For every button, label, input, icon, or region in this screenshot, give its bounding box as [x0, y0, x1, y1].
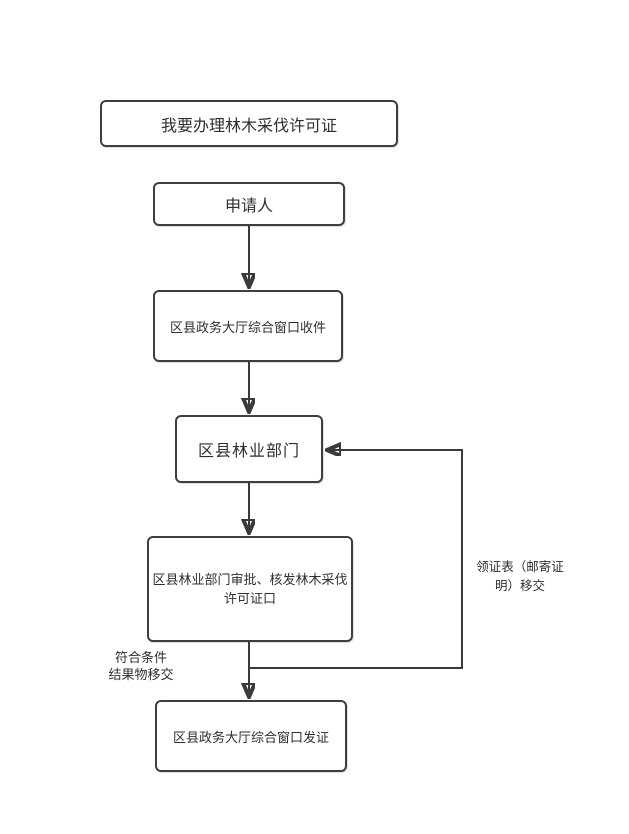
node-issue-label: 区县政务大厅综合窗口发证	[172, 729, 329, 745]
edge-label-feedback-line2: 明）移交	[494, 579, 545, 593]
node-approval-label: 区县林业部门审批、核发林木采伐许可证口	[152, 572, 348, 606]
node-start: 我要办理林木采伐许可证	[100, 100, 398, 147]
edge-label-qualified-line2: 结果物移交	[108, 667, 174, 682]
node-approval: 区县林业部门审批、核发林木采伐许可证口	[147, 536, 353, 642]
edge-label-feedback: 领证表（邮寄证 明）移交	[454, 558, 586, 596]
node-issue: 区县政务大厅综合窗口发证	[155, 700, 347, 772]
node-start-label: 我要办理林木采伐许可证	[160, 117, 337, 135]
node-applicant-label: 申请人	[224, 198, 273, 215]
node-forestry-label: 区县林业部门	[197, 443, 300, 460]
edge-label-qualified-line1: 符合条件	[114, 650, 167, 665]
edge-label-feedback-line1: 领证表（邮寄证	[476, 560, 564, 574]
node-forestry: 区县林业部门	[175, 415, 323, 483]
node-applicant: 申请人	[153, 182, 345, 226]
edge-label-qualified: 符合条件 结果物移交	[81, 649, 201, 683]
node-intake: 区县政务大厅综合窗口收件	[153, 290, 343, 362]
node-intake-label: 区县政务大厅综合窗口收件	[169, 319, 326, 335]
arrow-feedback-to-forestry	[249, 450, 463, 669]
